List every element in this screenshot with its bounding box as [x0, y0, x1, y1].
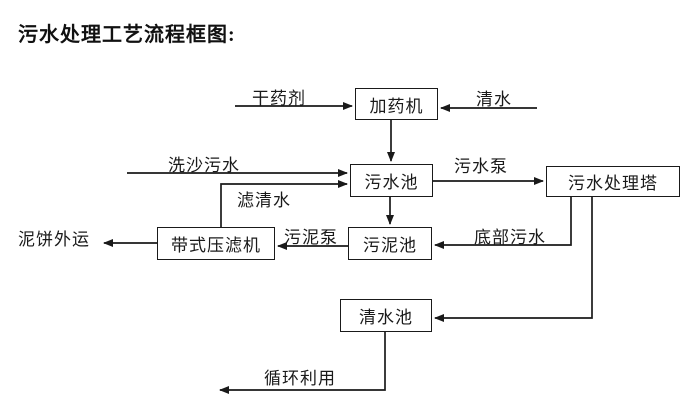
edge-label-dry-chemical: 干药剂: [252, 89, 306, 108]
edge-label-clear-water: 清水: [476, 90, 512, 109]
node-treatment-tower: 污水处理塔: [546, 166, 680, 197]
edge-tower-to-clear-pool-arrow: [434, 197, 593, 322]
node-sewage-pool: 污水池: [350, 164, 433, 197]
node-dosing-machine: 加药机: [355, 88, 438, 120]
edge-label-filtered-water: 滤清水: [237, 191, 291, 210]
edge-bottom-sewage-arrow: [434, 197, 572, 249]
edge-label-recycle-use: 循环利用: [264, 369, 336, 388]
edge-label-sludge-pump: 污泥泵: [284, 228, 338, 247]
edge-label-mud-cake-outbound: 泥饼外运: [18, 230, 90, 249]
edge-label-sand-washing-sewage: 洗沙污水: [168, 156, 240, 175]
edge-label-bottom-sewage: 底部污水: [474, 228, 546, 247]
node-belt-filter-press: 带式压滤机: [157, 227, 275, 260]
page-title: 污水处理工艺流程框图:: [18, 24, 236, 46]
node-clear-water-pool: 清水池: [340, 299, 432, 332]
node-sludge-pool: 污泥池: [348, 227, 432, 260]
edge-label-sewage-pump: 污水泵: [454, 157, 508, 176]
edge-recycle-arrow: [219, 332, 386, 394]
edge-filtered-water-arrow: [220, 180, 348, 227]
